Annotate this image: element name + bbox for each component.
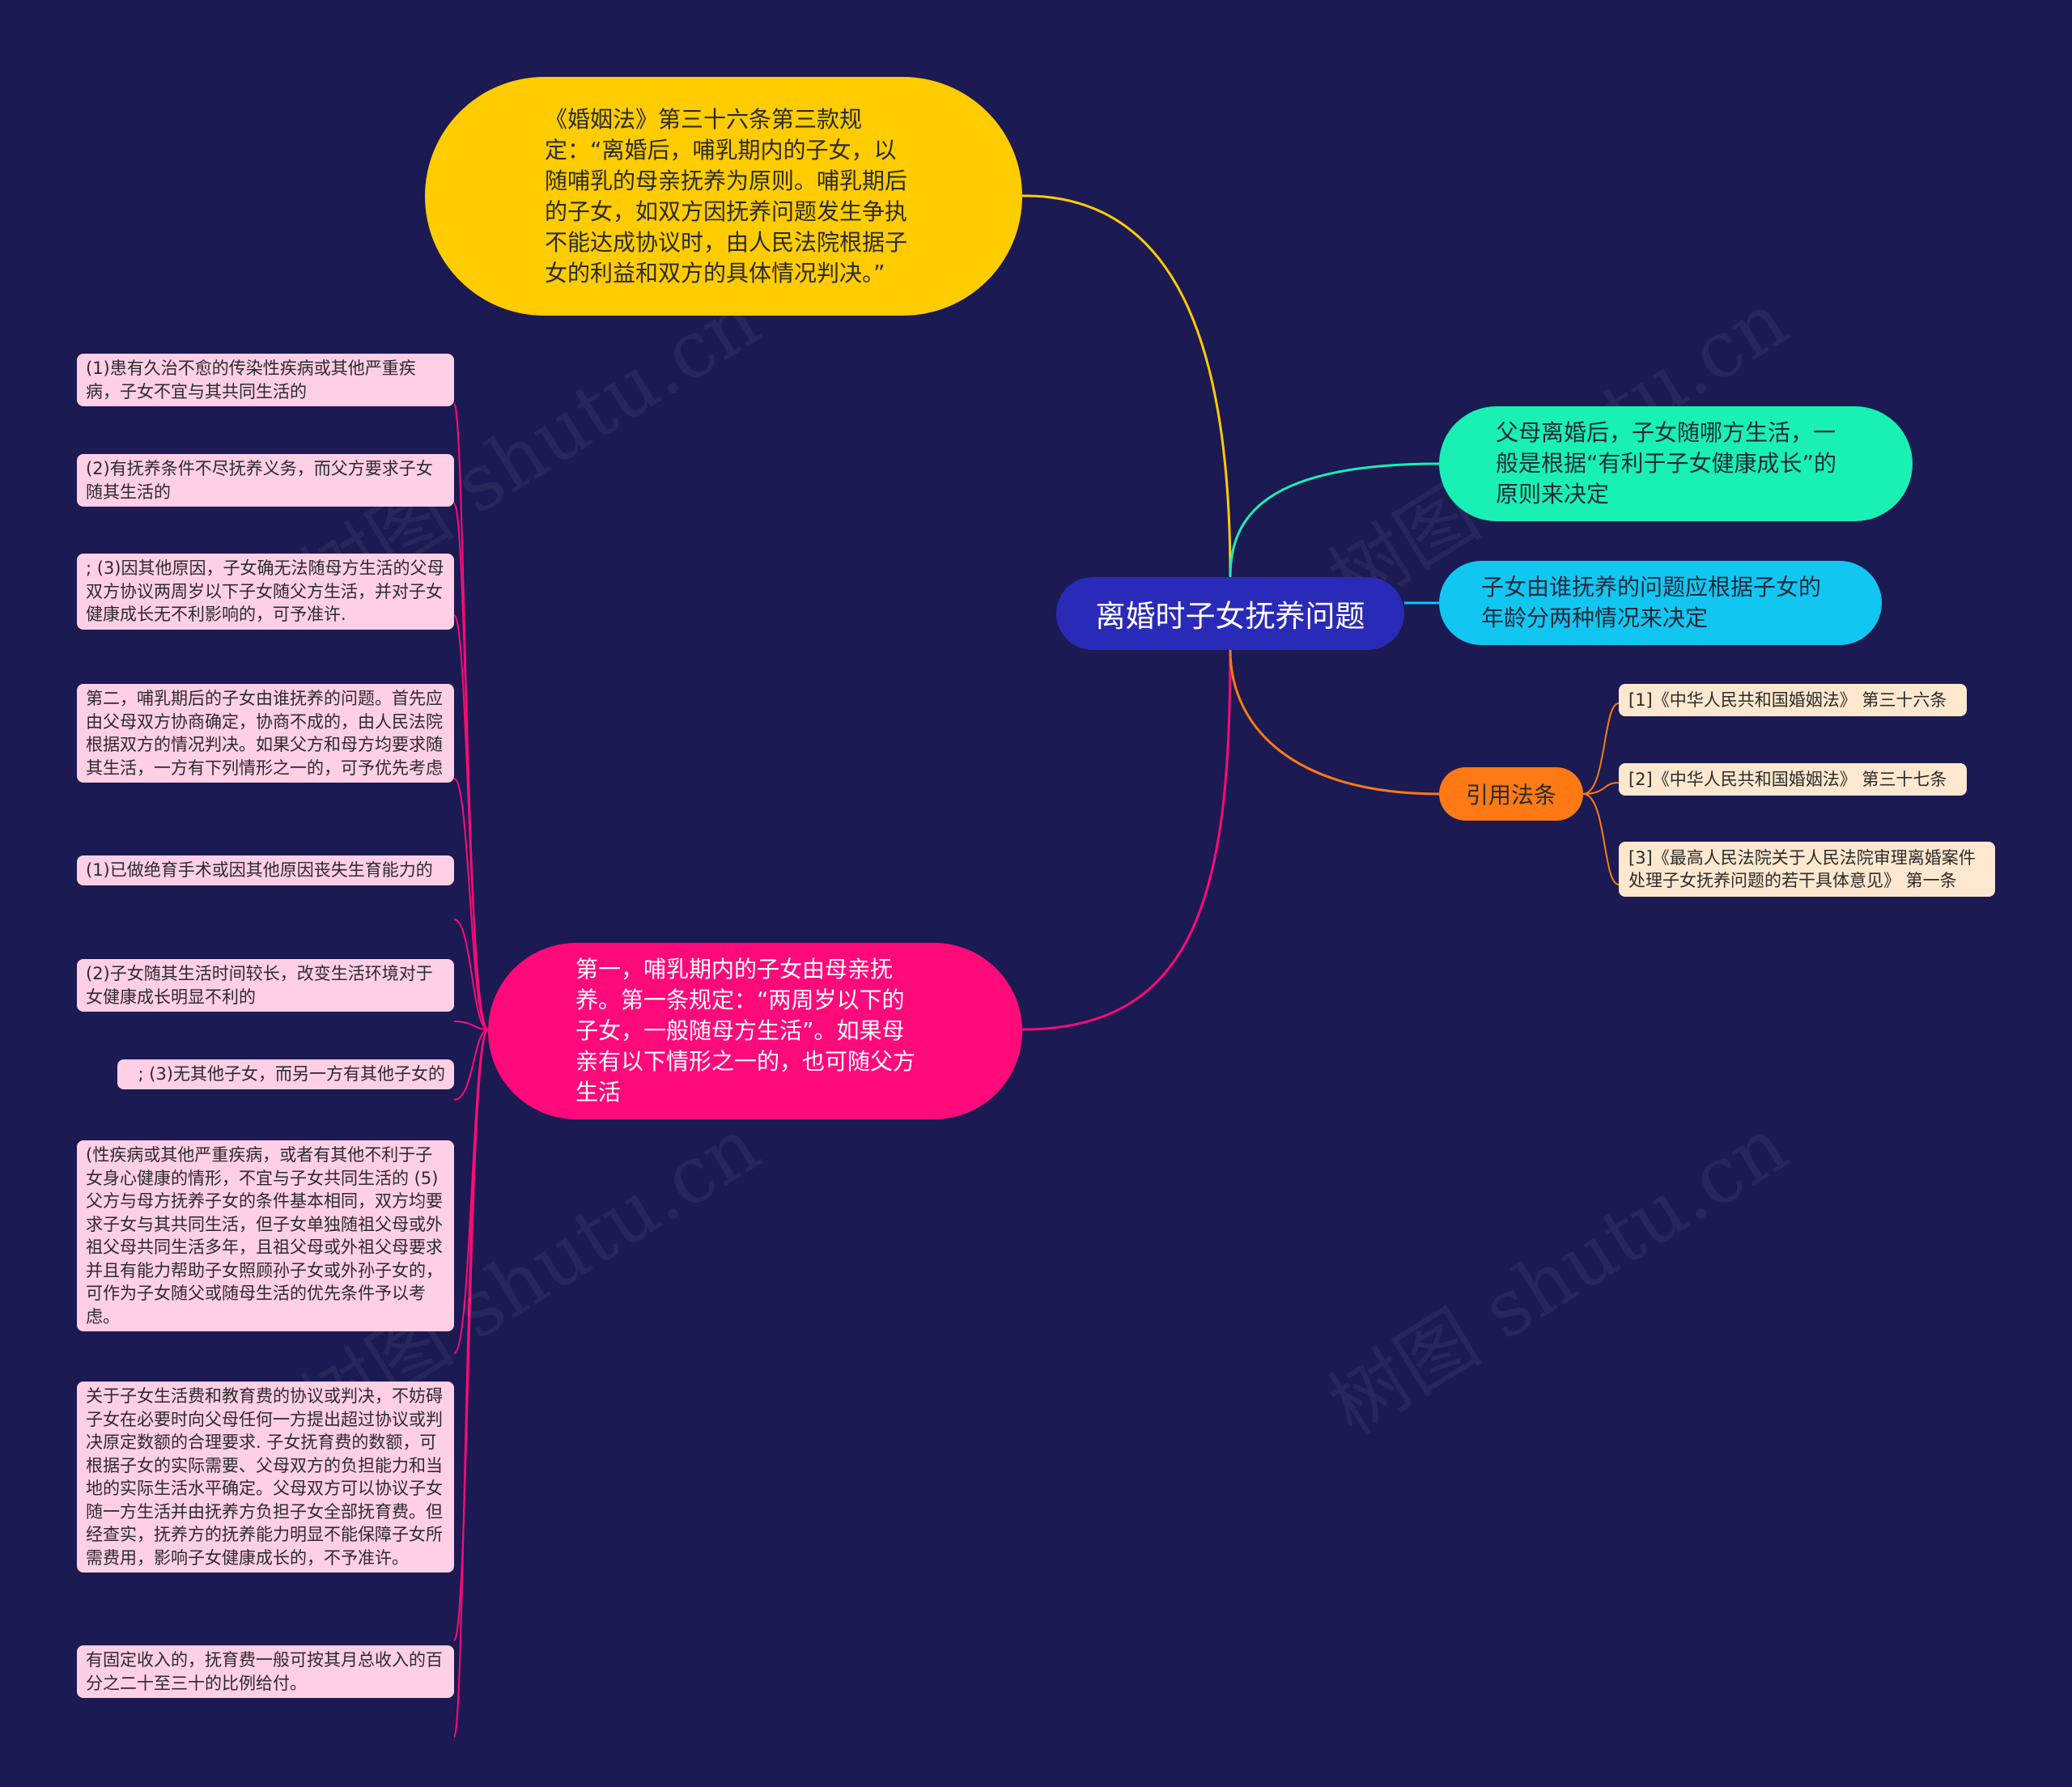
branch-refs-label: 引用法条 (1465, 782, 1556, 809)
leaf-item-text: 有固定收入的，抚育费一般可按其月总收入的百分之二十至三十的比例给付。 (86, 1650, 443, 1693)
leaf-item-8[interactable]: (性疾病或其他严重疾病，或者有其他不利于子女身心健康的情形，不宜与子女共同生活的… (77, 1140, 454, 1331)
leaf-item-10[interactable]: 有固定收入的，抚育费一般可按其月总收入的百分之二十至三十的比例给付。 (77, 1645, 454, 1698)
leaf-item-7[interactable]: ; (3)无其他子女，而另一方有其他子女的 (117, 1059, 454, 1089)
branch-age[interactable]: 子女由谁抚养的问题应根据子女的年龄分两种情况来决定 (1439, 561, 1882, 645)
link-center-first (1021, 649, 1232, 1031)
ref-item-1[interactable]: [1]《中华人民共和国婚姻法》 第三十六条 (1619, 684, 1967, 716)
branch-refs[interactable]: 引用法条 (1439, 767, 1583, 821)
leaf-item-1[interactable]: (1)患有久治不愈的传染性疾病或其他严重疾病，子女不宜与其共同生活的 (77, 354, 454, 406)
link-refs-1 (1582, 702, 1620, 795)
branch-law36-text: 《婚姻法》第三十六条第三款规定：“离婚后，哺乳期内的子女，以随哺乳的母亲抚养为原… (545, 105, 908, 287)
center-topic-label: 离婚时子女抚养问题 (1095, 599, 1365, 634)
leaf-item-2[interactable]: (2)有抚养条件不尽抚养义务，而父方要求子女随其生活的 (77, 454, 454, 507)
leaf-item-text: (性疾病或其他严重疾病，或者有其他不利于子女身心健康的情形，不宜与子女共同生活的… (86, 1145, 443, 1326)
leaf-item-text: ; (3)无其他子女，而另一方有其他子女的 (138, 1064, 446, 1084)
ref-item-3[interactable]: [3]《最高人民法院关于人民法院审理离婚案件处理子女抚养问题的若干具体意见》 第… (1619, 842, 1995, 897)
leaf-item-3[interactable]: ; (3)因其他原因，子女确无法随母方生活的父母双方协议两周岁以下子女随父方生活… (77, 554, 454, 630)
leaf-item-text: (2)子女随其生活时间较长，改变生活环境对于女健康成长明显不利的 (86, 964, 433, 1007)
leaf-item-9[interactable]: 关于子女生活费和教育费的协议或判决，不妨碍子女在必要时向父母任何一方提出超过协议… (77, 1382, 454, 1573)
branch-first-text: 第一，哺乳期内的子女由母亲抚养。第一条规定：“两周岁以下的子女，一般随母方生活”… (575, 956, 916, 1106)
leaf-item-text: 第二，哺乳期后的子女由谁抚养的问题。首先应由父母双方协商确定，协商不成的，由人民… (86, 689, 443, 778)
branch-age-text: 子女由谁抚养的问题应根据子女的年龄分两种情况来决定 (1481, 574, 1822, 631)
branch-law36[interactable]: 《婚姻法》第三十六条第三款规定：“离婚后，哺乳期内的子女，以随哺乳的母亲抚养为原… (425, 77, 1022, 316)
ref-item-2[interactable]: [2]《中华人民共和国婚姻法》 第三十七条 (1619, 763, 1967, 796)
leaf-item-text: (1)患有久治不愈的传染性疾病或其他严重疾病，子女不宜与其共同生活的 (86, 359, 416, 401)
link-center-principle (1229, 462, 1440, 578)
link-center-refs (1229, 649, 1440, 796)
ref-item-text: [2]《中华人民共和国婚姻法》 第三十七条 (1628, 770, 1947, 789)
center-topic[interactable]: 离婚时子女抚养问题 (1056, 577, 1404, 650)
leaf-item-text: (1)已做绝育手术或因其他原因丧失生育能力的 (86, 860, 433, 880)
link-center-law36 (1021, 194, 1232, 578)
leaf-item-text: ; (3)因其他原因，子女确无法随母方生活的父母双方协议两周岁以下子女随父方生活… (86, 558, 444, 624)
link-refs-2 (1582, 782, 1620, 795)
leaf-item-6[interactable]: (2)子女随其生活时间较长，改变生活环境对于女健康成长明显不利的 (77, 959, 454, 1012)
leaf-links (453, 403, 489, 1738)
ref-item-text: [3]《最高人民法院关于人民法院审理离婚案件处理子女抚养问题的若干具体意见》 第… (1628, 848, 1976, 890)
branch-principle[interactable]: 父母离婚后，子女随哪方生活，一般是根据“有利于子女健康成长”的原则来决定 (1439, 406, 1913, 521)
branch-principle-text: 父母离婚后，子女随哪方生活，一般是根据“有利于子女健康成长”的原则来决定 (1496, 419, 1837, 507)
leaf-item-text: (2)有抚养条件不尽抚养义务，而父方要求子女随其生活的 (86, 459, 433, 502)
ref-item-text: [1]《中华人民共和国婚姻法》 第三十六条 (1628, 690, 1947, 710)
leaf-item-text: 关于子女生活费和教育费的协议或判决，不妨碍子女在必要时向父母任何一方提出超过协议… (86, 1386, 443, 1568)
branch-first[interactable]: 第一，哺乳期内的子女由母亲抚养。第一条规定：“两周岁以下的子女，一般随母方生活”… (488, 943, 1022, 1119)
leaf-item-4[interactable]: 第二，哺乳期后的子女由谁抚养的问题。首先应由父母双方协商确定，协商不成的，由人民… (77, 684, 454, 783)
leaf-item-5[interactable]: (1)已做绝育手术或因其他原因丧失生育能力的 (77, 855, 454, 885)
link-refs-3 (1582, 793, 1620, 885)
